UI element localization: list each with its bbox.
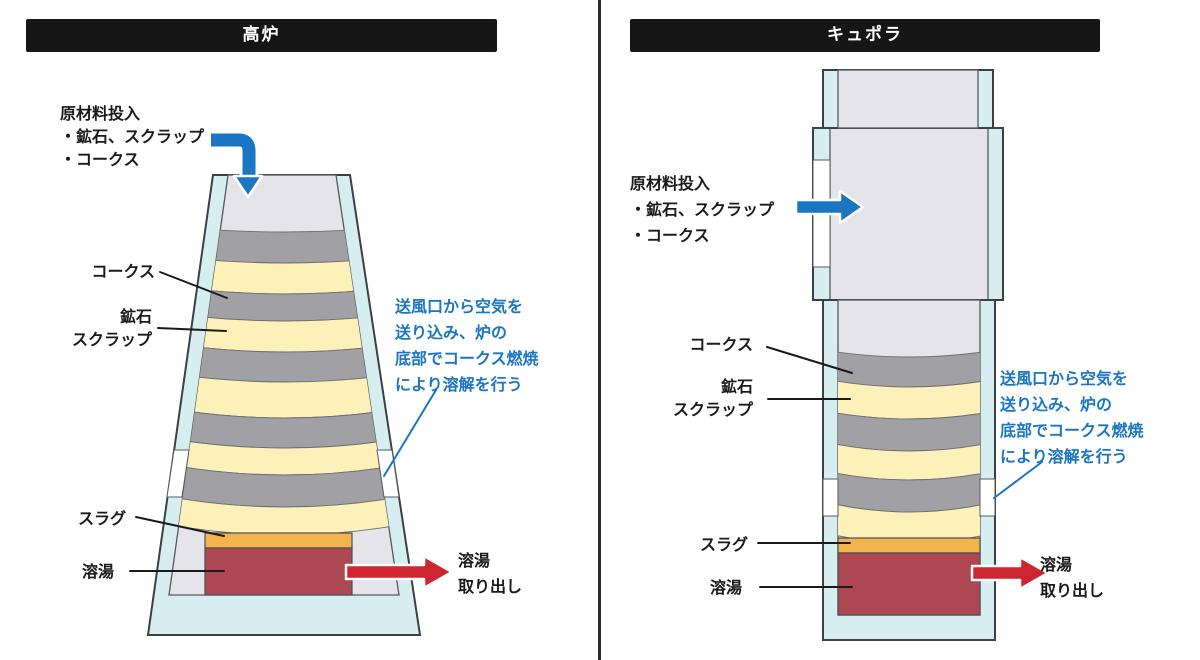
blast-furnace-diagram	[129, 130, 454, 636]
slag-leader-line	[135, 516, 225, 537]
ore-layer	[838, 504, 980, 538]
tuyere-note-line: により溶解を行う	[395, 375, 523, 394]
charge-arrow-icon	[794, 189, 865, 225]
slag-layer	[837, 537, 981, 554]
tuyere-note-line: 送風口から空気を	[1000, 369, 1129, 388]
charge-label-line: 原材料投入	[60, 104, 141, 123]
tuyere-note-line: 送風口から空気を	[395, 297, 524, 316]
tap-label-line: 取り出し	[1040, 581, 1105, 600]
tap-label: 溶湯 取り出し	[1040, 552, 1104, 604]
stack-interior	[837, 69, 979, 129]
tuyere-note-line: 底部でコークス燃焼	[395, 349, 539, 368]
coke-label: コークス	[91, 262, 155, 281]
ore-label: 鉱石 スクラップ	[52, 305, 152, 351]
cupola-title-bar: キュポラ	[630, 19, 1100, 52]
tuyere-note: 送風口から空気を 送り込み、炉の 底部でコークス燃焼 により溶解を行う	[1000, 366, 1144, 470]
ore-label: 鉱石 スクラップ	[653, 375, 753, 421]
coke-leader-line	[159, 271, 228, 299]
charge-label-line: 原材料投入	[630, 174, 711, 193]
coke-label: コークス	[689, 335, 753, 354]
slag-layer	[204, 532, 353, 549]
blast-furnace-panel: 高炉	[26, 19, 539, 636]
blast-furnace-title-bar: 高炉	[26, 19, 497, 52]
tuyere-note-line: 底部でコークス燃焼	[1000, 421, 1144, 440]
charge-label-line: ・鉱石、スクラップ	[60, 127, 205, 146]
ore-label-line: 鉱石	[720, 377, 753, 396]
slag-label: スラグ	[78, 509, 127, 528]
cupola-panel: キュポラ	[600, 0, 1200, 660]
charge-layers	[838, 351, 980, 538]
ore-label-line: 鉱石	[119, 307, 152, 326]
coke-leader-line	[766, 346, 853, 374]
tap-label: 溶湯 取り出し	[458, 548, 522, 600]
charge-label-line: ・コークス	[630, 226, 710, 245]
charge-label-line: ・コークス	[60, 150, 140, 169]
tap-arrow-icon	[970, 555, 1050, 591]
ore-leader-line	[157, 327, 227, 332]
charge-label-line: ・鉱石、スクラップ	[630, 200, 775, 219]
tuyere-note-line: 送り込み、炉の	[1000, 395, 1113, 414]
panel-divider	[598, 0, 601, 660]
panel-title: 高炉	[242, 25, 281, 45]
tuyere-note-line: により溶解を行う	[1000, 447, 1128, 466]
tap-arrow-icon	[344, 554, 454, 590]
charge-arrow-icon	[211, 130, 264, 199]
molten-metal-layer	[204, 547, 353, 596]
panel-title: キュポラ	[827, 25, 903, 45]
charge-layers	[169, 224, 399, 536]
tuyere-gap-right	[979, 478, 996, 517]
tuyere-note-leader-line	[993, 461, 1043, 499]
ore-label-line: スクラップ	[672, 400, 753, 419]
leader-lines	[129, 271, 228, 572]
slag-label: スラグ	[700, 535, 749, 554]
leader-lines	[757, 346, 853, 588]
tuyere-note-line: 送り込み、炉の	[395, 323, 508, 342]
charge-label: 原材料投入 ・鉱石、スクラップ ・コークス	[630, 171, 774, 249]
tap-label-line: 取り出し	[458, 577, 523, 596]
tap-label-line: 溶湯	[458, 551, 491, 570]
tap-label-line: 溶湯	[1040, 555, 1073, 574]
tuyere-gap-left	[166, 449, 190, 498]
cupola-diagram	[757, 69, 1050, 641]
melt-label: 溶湯	[710, 578, 743, 597]
molten-metal-layer	[837, 552, 981, 616]
melt-label: 溶湯	[82, 562, 115, 581]
ore-label-line: スクラップ	[71, 330, 152, 349]
tuyere-note-leader-line	[383, 389, 437, 477]
tuyere-note: 送風口から空気を 送り込み、炉の 底部でコークス燃焼 により溶解を行う	[395, 294, 539, 398]
tuyere-gap-left	[822, 478, 839, 517]
charge-label: 原材料投入 ・鉱石、スクラップ ・コークス	[60, 102, 204, 171]
